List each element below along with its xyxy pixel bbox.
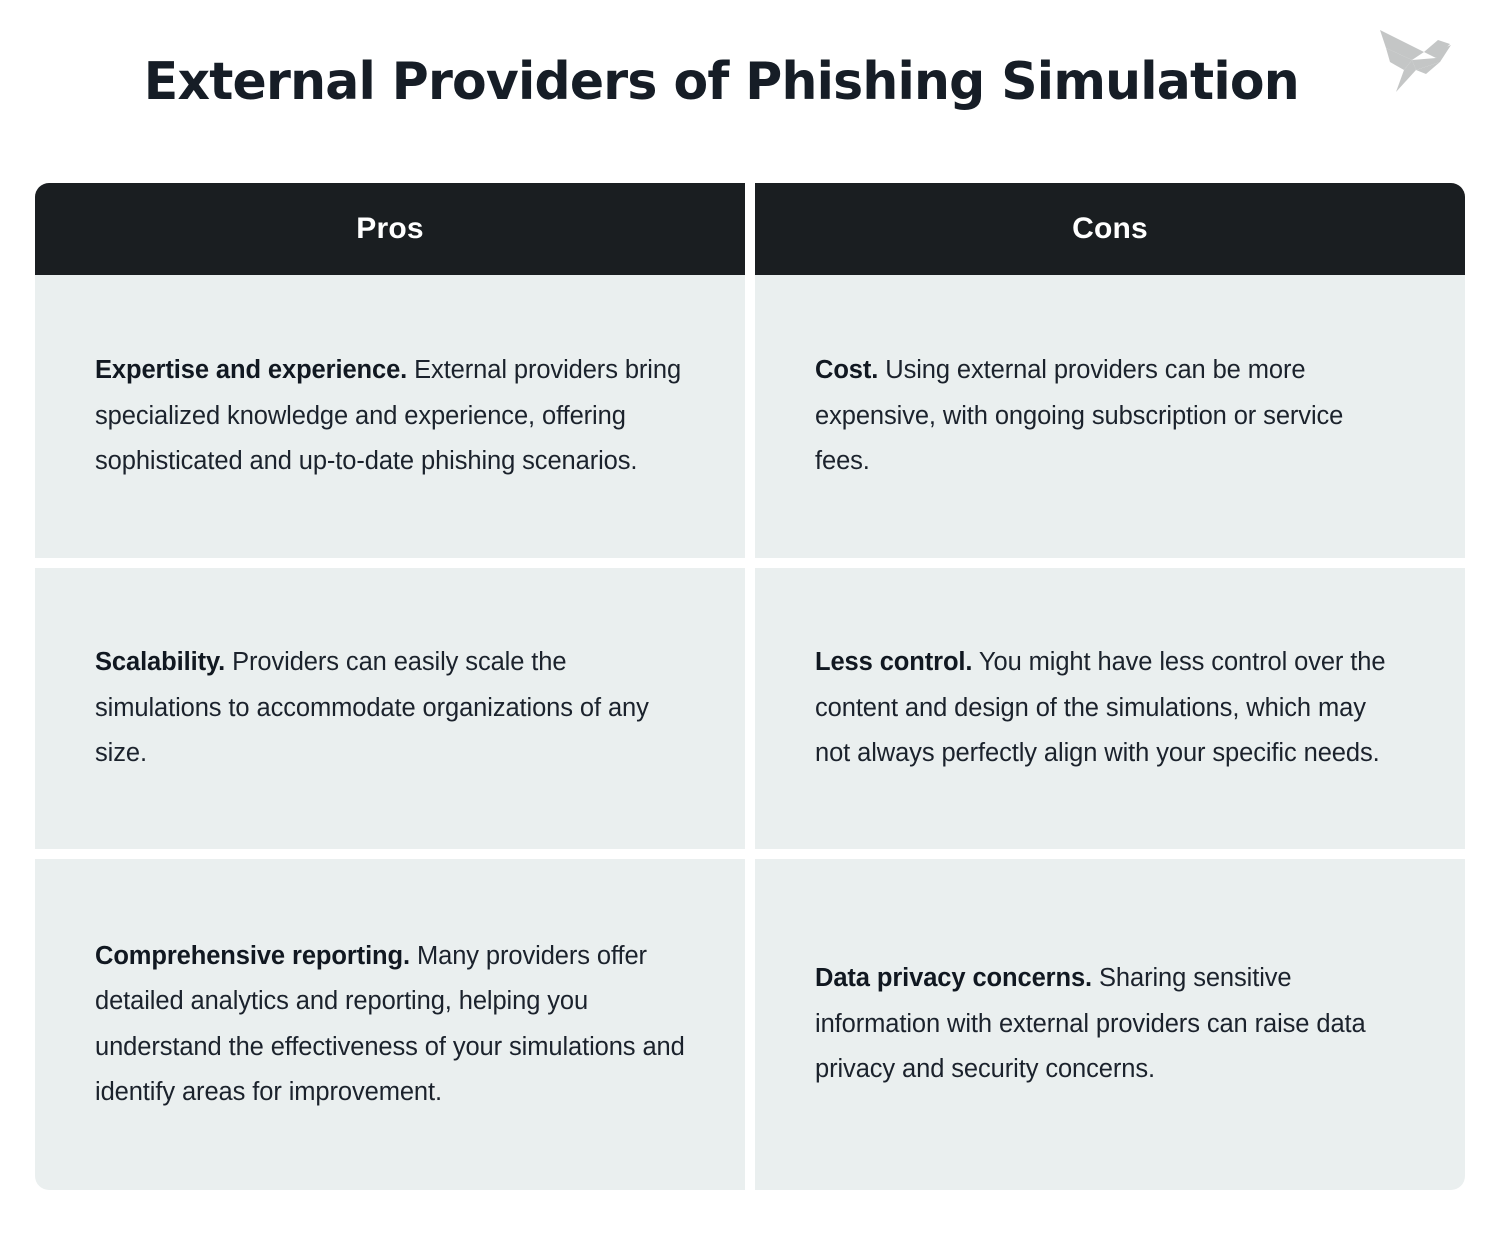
cell-pros-2: Scalability. Providers can easily scale … bbox=[35, 568, 745, 849]
cell-pros-3-lead: Comprehensive reporting. bbox=[95, 941, 410, 970]
cell-cons-2-lead: Less control. bbox=[815, 648, 973, 677]
cell-pros-2-lead: Scalability. bbox=[95, 648, 226, 677]
table-header-row: Pros Cons bbox=[35, 183, 1465, 275]
cell-cons-2-text: Less control. You might have less contro… bbox=[815, 640, 1405, 776]
cell-pros-3-body: Many providers offer detailed analytics … bbox=[95, 941, 685, 1106]
cell-cons-2-body: You might have less control over the con… bbox=[815, 648, 1386, 768]
column-header-cons: Cons bbox=[755, 183, 1465, 275]
table-row: Comprehensive reporting. Many providers … bbox=[35, 859, 1465, 1190]
cell-cons-3-lead: Data privacy concerns. bbox=[815, 964, 1093, 993]
pros-cons-table: Pros Cons Expertise and experience. Exte… bbox=[35, 183, 1465, 1190]
cell-pros-1-text: Expertise and experience. External provi… bbox=[95, 348, 685, 484]
cell-cons-1-body: Using external providers can be more exp… bbox=[815, 356, 1344, 476]
table-row: Scalability. Providers can easily scale … bbox=[35, 568, 1465, 849]
column-header-pros: Pros bbox=[35, 183, 745, 275]
column-header-cons-label: Cons bbox=[1072, 212, 1148, 245]
cell-cons-3-text: Data privacy concerns. Sharing sensitive… bbox=[815, 956, 1405, 1092]
cell-pros-1: Expertise and experience. External provi… bbox=[35, 275, 745, 558]
cell-cons-3-body: Sharing sensitive information with exter… bbox=[815, 964, 1366, 1084]
title-bar: External Providers of Phishing Simulatio… bbox=[0, 0, 1500, 110]
page-title: External Providers of Phishing Simulatio… bbox=[143, 52, 1299, 112]
cell-cons-1-lead: Cost. bbox=[815, 356, 879, 385]
cell-pros-1-body: External providers bring specialized kno… bbox=[95, 356, 682, 476]
cell-pros-3-text: Comprehensive reporting. Many providers … bbox=[95, 934, 685, 1116]
column-header-pros-label: Pros bbox=[356, 212, 424, 245]
table-body: Expertise and experience. External provi… bbox=[35, 275, 1465, 1190]
cell-cons-3: Data privacy concerns. Sharing sensitive… bbox=[755, 859, 1465, 1190]
cell-pros-3: Comprehensive reporting. Many providers … bbox=[35, 859, 745, 1190]
cell-pros-2-text: Scalability. Providers can easily scale … bbox=[95, 640, 685, 776]
cell-cons-2: Less control. You might have less contro… bbox=[755, 568, 1465, 849]
cell-cons-1: Cost. Using external providers can be mo… bbox=[755, 275, 1465, 558]
table-row: Expertise and experience. External provi… bbox=[35, 275, 1465, 558]
cell-pros-2-body: Providers can easily scale the simulatio… bbox=[95, 648, 649, 768]
cell-cons-1-text: Cost. Using external providers can be mo… bbox=[815, 348, 1405, 484]
cell-pros-1-lead: Expertise and experience. bbox=[95, 356, 408, 385]
